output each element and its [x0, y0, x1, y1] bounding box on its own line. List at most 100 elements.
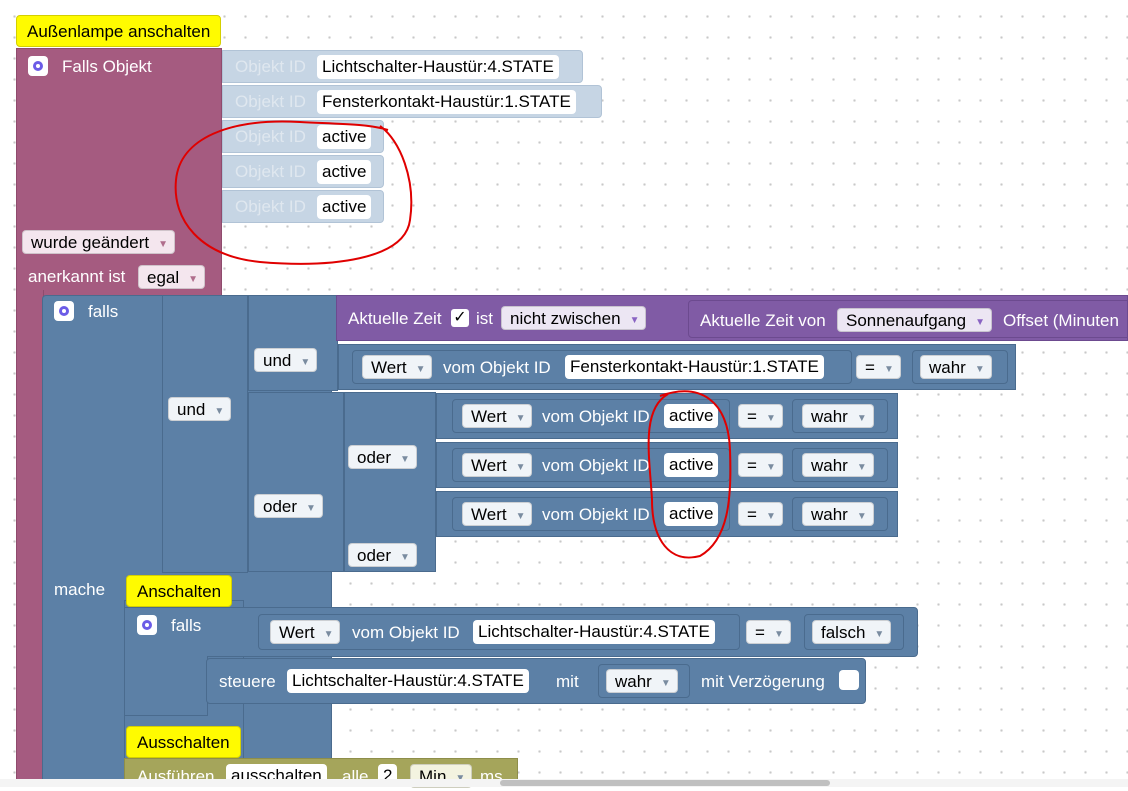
dropdown-arrow-icon: ▼ [773, 629, 784, 640]
wahr-text: wahr [811, 505, 848, 524]
ist-label: ist [476, 309, 493, 328]
dropdown-arrow-icon: ▼ [415, 364, 426, 375]
falls-label: falls [171, 616, 202, 635]
wert-text: Wert [471, 407, 507, 426]
sonnenaufgang-text: Sonnenaufgang [846, 311, 967, 330]
wert-text: Wert [279, 623, 315, 642]
steuere-target-field[interactable]: Lichtschalter-Haustür:4.STATE [287, 669, 529, 693]
dropdown-arrow-icon: ▼ [856, 413, 867, 424]
dropdown-arrow-icon: ▼ [660, 678, 671, 689]
sonnenaufgang-dropdown[interactable]: Sonnenaufgang▼ [837, 308, 992, 332]
comment-ausschalten[interactable]: Ausschalten [126, 726, 241, 758]
lichtschalter-id-field[interactable]: Lichtschalter-Haustür:4.STATE [473, 620, 715, 644]
equals-dropdown[interactable]: =▼ [856, 355, 901, 379]
und-block-outer[interactable] [162, 295, 248, 573]
wert-dropdown[interactable]: Wert ▼ [462, 404, 533, 428]
dropdown-arrow-icon: ▼ [306, 503, 316, 514]
dropdown-arrow-icon: ▼ [323, 629, 334, 640]
oder-text: oder [357, 546, 392, 565]
equals-dropdown[interactable]: =▼ [738, 453, 783, 477]
objekt-id-label: Objekt ID [235, 57, 306, 76]
falsch-dropdown[interactable]: falsch ▼ [812, 620, 892, 644]
mit-label: mit [556, 672, 579, 691]
und-text: und [263, 351, 292, 370]
active-id-field-3[interactable]: active [664, 502, 719, 526]
fensterkontakt-id-field[interactable]: Fensterkontakt-Haustür:1.STATE [565, 355, 824, 379]
gear-icon[interactable] [137, 615, 157, 635]
dropdown-arrow-icon: ▼ [974, 364, 985, 375]
und-text: und [177, 400, 206, 419]
nicht-zwischen-text: nicht zwischen [510, 309, 621, 328]
dropdown-arrow-icon: ▼ [765, 511, 776, 522]
nicht-zwischen-dropdown[interactable]: nicht zwischen ▼ [501, 306, 647, 330]
wert-dropdown[interactable]: Wert ▼ [270, 620, 341, 644]
horizontal-scrollbar-thumb[interactable] [500, 780, 830, 786]
und-dropdown-outer[interactable]: und ▼ [168, 397, 232, 421]
und-dropdown-top[interactable]: und ▼ [254, 348, 318, 372]
dropdown-arrow-icon: ▼ [158, 239, 169, 250]
vom-objekt-id-label: vom Objekt ID [542, 456, 650, 475]
objekt-id-value-1[interactable]: Lichtschalter-Haustür:4.STATE [317, 55, 559, 79]
offset-label: Offset (Minuten [1003, 311, 1119, 330]
objekt-id-value-3[interactable]: active [317, 125, 372, 149]
wahr-text: wahr [929, 358, 966, 377]
dropdown-arrow-icon: ▼ [188, 274, 199, 285]
oder-dropdown-bottom[interactable]: oder▼ [348, 543, 417, 567]
wert-dropdown[interactable]: Wert ▼ [362, 355, 433, 379]
wurde-geaendert-text: wurde geändert [31, 233, 150, 252]
equals-dropdown[interactable]: =▼ [738, 502, 783, 526]
equals-dropdown[interactable]: =▼ [738, 404, 783, 428]
gear-icon[interactable] [54, 301, 74, 321]
wahr-dropdown[interactable]: wahr▼ [802, 502, 874, 526]
verzoegerung-checkbox[interactable] [839, 670, 859, 690]
equals-dropdown[interactable]: =▼ [746, 620, 791, 644]
egal-text: egal [147, 268, 180, 287]
vom-objekt-id-label: vom Objekt ID [542, 505, 650, 524]
active-id-field-2[interactable]: active [664, 453, 719, 477]
dropdown-arrow-icon: ▼ [515, 462, 526, 473]
wahr-dropdown[interactable]: wahr▼ [802, 453, 874, 477]
objekt-id-value-5[interactable]: active [317, 195, 372, 219]
oder-dropdown-inner[interactable]: oder▼ [348, 445, 417, 469]
objekt-id-label: Objekt ID [235, 127, 306, 146]
wahr-text: wahr [811, 456, 848, 475]
steuere-label: steuere [219, 672, 276, 691]
anerkannt-label: anerkannt ist [28, 267, 126, 286]
falsch-text: falsch [821, 623, 866, 642]
wert-text: Wert [371, 358, 407, 377]
oder-block-outer[interactable] [248, 392, 344, 572]
oder-block-inner[interactable] [344, 392, 436, 572]
active-id-field-1[interactable]: active [664, 404, 719, 428]
wert-dropdown[interactable]: Wert▼ [462, 453, 533, 477]
dropdown-arrow-icon: ▼ [629, 315, 640, 326]
equals-text: = [755, 623, 765, 642]
wurde-geaendert-dropdown[interactable]: wurde geändert ▼ [22, 230, 176, 254]
egal-dropdown[interactable]: egal ▼ [138, 265, 206, 289]
mit-verzoegerung-label: mit Verzögerung [701, 672, 825, 691]
oder-dropdown-outer[interactable]: oder ▼ [254, 494, 323, 518]
equals-text: = [747, 407, 757, 426]
objekt-id-label: Objekt ID [235, 162, 306, 181]
wahr-text: wahr [811, 407, 848, 426]
wahr-dropdown[interactable]: wahr▼ [606, 669, 678, 693]
oder-text: oder [357, 448, 392, 467]
objekt-id-value-2[interactable]: Fensterkontakt-Haustür:1.STATE [317, 90, 576, 114]
aktuelle-zeit-von-label: Aktuelle Zeit von [700, 311, 826, 330]
gear-icon[interactable] [28, 56, 48, 76]
wahr-dropdown[interactable]: wahr ▼ [802, 404, 874, 428]
dropdown-arrow-icon: ▼ [515, 413, 526, 424]
dropdown-arrow-icon: ▼ [874, 629, 885, 640]
inner-if-body [124, 656, 208, 716]
dropdown-arrow-icon: ▼ [765, 462, 776, 473]
aktuelle-zeit-checkbox[interactable]: ✓ [451, 309, 469, 327]
wahr-dropdown[interactable]: wahr ▼ [920, 355, 992, 379]
comment-anschalten[interactable]: Anschalten [126, 575, 233, 607]
objekt-id-value-4[interactable]: active [317, 160, 372, 184]
wert-dropdown[interactable]: Wert▼ [462, 502, 533, 526]
oder-text: oder [263, 497, 298, 516]
dropdown-arrow-icon: ▼ [300, 357, 311, 368]
script-hat-aussenlampe[interactable]: Außenlampe anschalten [16, 15, 222, 47]
und-block-top[interactable] [248, 295, 338, 391]
dropdown-arrow-icon: ▼ [214, 406, 225, 417]
wert-text: Wert [471, 505, 507, 524]
